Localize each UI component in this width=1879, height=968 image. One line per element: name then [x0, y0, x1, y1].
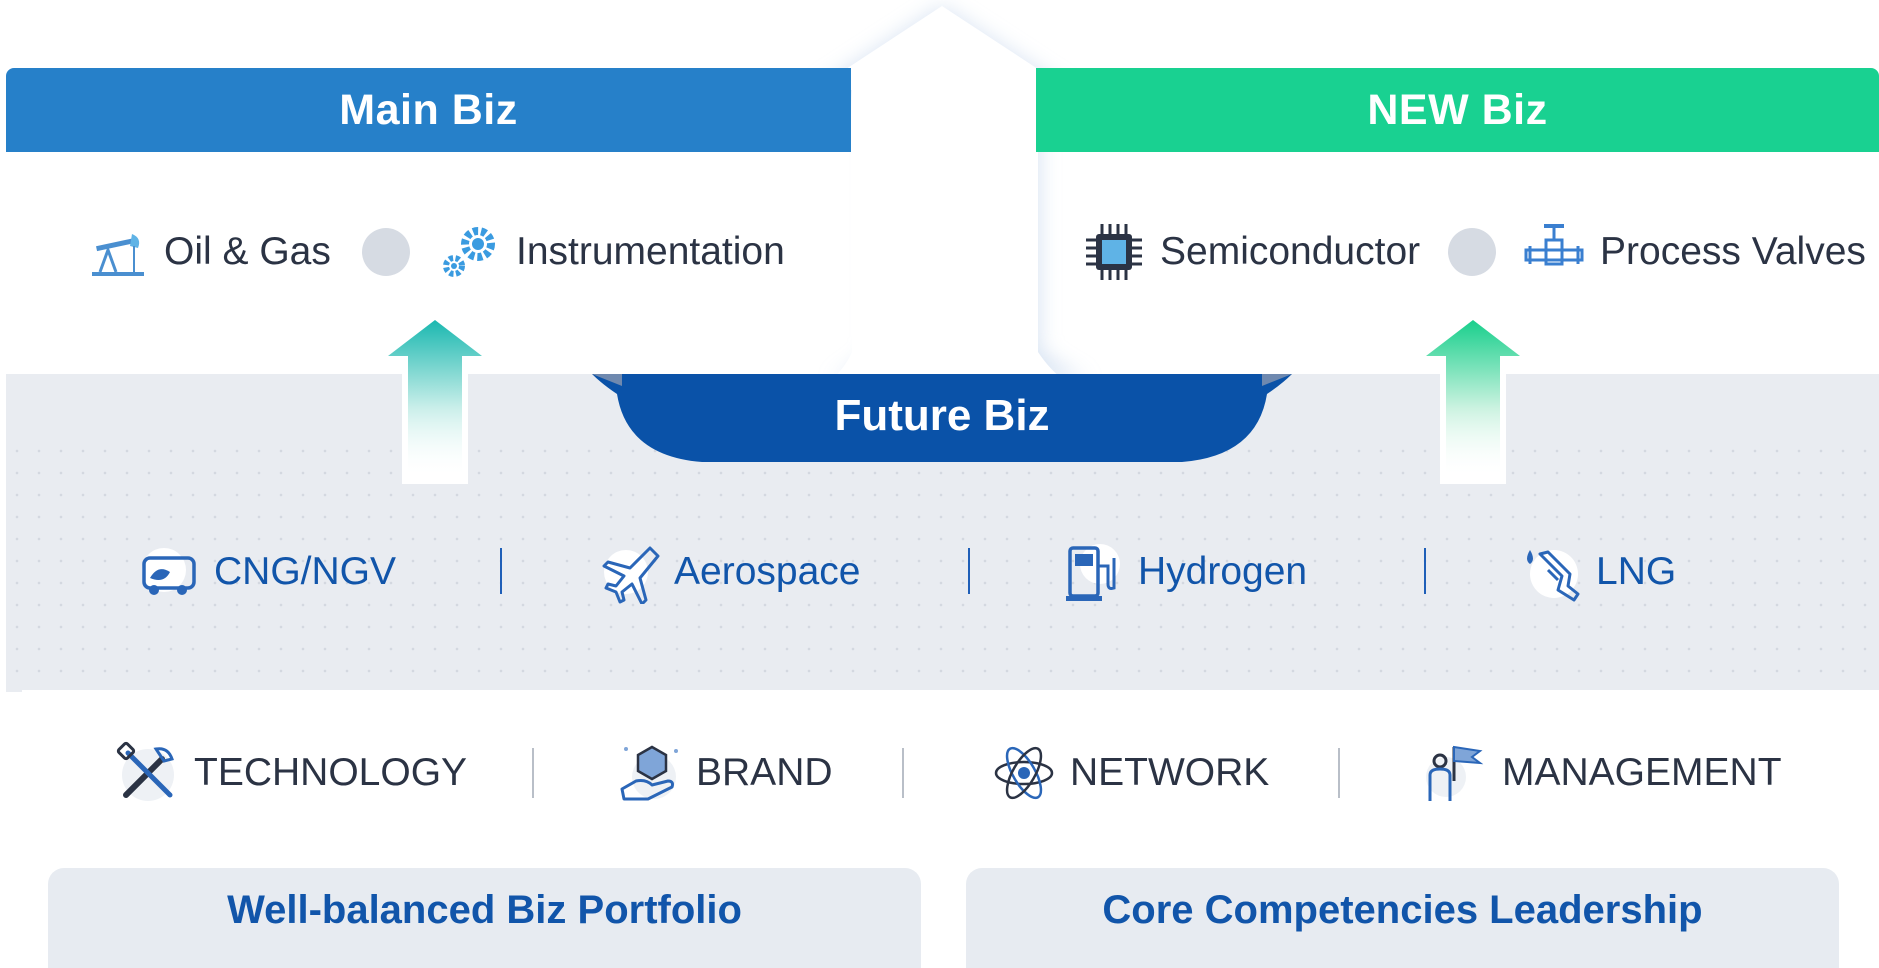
network-label: NETWORK [1070, 751, 1270, 794]
brand-label: BRAND [696, 751, 833, 794]
competency-separator-2 [902, 748, 904, 798]
new-biz-item-semiconductor: Semiconductor [1082, 212, 1420, 292]
competency-item-management: MANAGEMENT [1424, 733, 1782, 813]
lng-label: LNG [1596, 550, 1677, 593]
main-biz-item-instrumentation: Instrumentation [438, 212, 785, 292]
aerospace-label: Aerospace [674, 550, 861, 593]
person-flag-icon [1426, 745, 1484, 801]
main-biz-title: Main Biz [339, 85, 518, 134]
main-biz-separator-dot [362, 228, 410, 276]
new-biz-item-process-valves: Process Valves [1522, 212, 1866, 292]
competency-separator-3 [1338, 748, 1340, 798]
future-biz-item-lng: LNG [1518, 532, 1676, 612]
up-arrow-left [382, 316, 488, 484]
footer-box-left: Well-balanced Biz Portfolio [48, 868, 921, 968]
future-biz-item-hydrogen: Hydrogen [1060, 532, 1307, 612]
competency-item-network: NETWORK [992, 733, 1269, 813]
future-biz-title: Future Biz [834, 391, 1050, 440]
chip-icon [1086, 224, 1142, 280]
atom-icon [994, 746, 1054, 800]
future-biz-tab [592, 374, 1292, 462]
competency-item-brand: BRAND [618, 733, 833, 813]
competency-item-technology: TECHNOLOGY [116, 733, 467, 813]
cng-ngv-label: CNG/NGV [214, 550, 397, 593]
main-biz-item-oil-gas: Oil & Gas [86, 212, 331, 292]
future-biz-separator-3 [1424, 548, 1426, 594]
tools-icon [116, 741, 174, 801]
hand-gem-icon [620, 745, 678, 801]
future-biz-separator-2 [968, 548, 970, 594]
management-label: MANAGEMENT [1502, 751, 1782, 794]
big-up-arrow [814, 6, 1090, 380]
gears-icon [443, 227, 495, 277]
new-biz-separator-dot [1448, 228, 1496, 276]
airplane-icon [602, 546, 660, 604]
semiconductor-label: Semiconductor [1160, 230, 1421, 273]
well-balanced-portfolio-label: Well-balanced Biz Portfolio [227, 888, 742, 932]
footer-box-right: Core Competencies Leadership [966, 868, 1839, 968]
fuel-station-icon [1066, 544, 1120, 601]
oil-gas-label: Oil & Gas [164, 230, 331, 273]
fuel-nozzle-icon [1527, 550, 1580, 602]
technology-label: TECHNOLOGY [194, 751, 468, 794]
new-biz-title: NEW Biz [1367, 85, 1548, 134]
future-biz-separator-1 [500, 548, 502, 594]
valve-icon [1524, 224, 1584, 266]
hydrogen-label: Hydrogen [1138, 550, 1308, 593]
main-biz-header: Main Biz [6, 68, 851, 152]
new-biz-header: NEW Biz [1036, 68, 1879, 152]
future-biz-item-cng-ngv: CNG/NGV [136, 532, 396, 612]
instrumentation-label: Instrumentation [516, 230, 785, 273]
eco-vehicle-icon [142, 548, 196, 595]
oil-pump-icon [92, 234, 144, 276]
up-arrow-right [1420, 316, 1526, 484]
core-competencies-label: Core Competencies Leadership [1102, 888, 1703, 932]
competency-separator-1 [532, 748, 534, 798]
future-biz-item-aerospace: Aerospace [596, 532, 860, 612]
process-valves-label: Process Valves [1600, 230, 1866, 273]
